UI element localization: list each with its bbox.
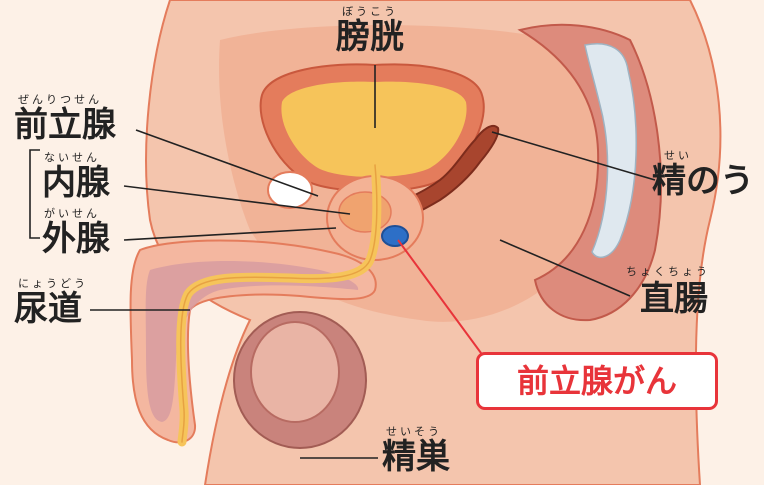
prostate-label: 前立腺 <box>14 108 116 142</box>
testis-label: 精巣 <box>382 440 450 474</box>
inner-gland-label: 内腺 <box>42 166 110 200</box>
bladder-label: 膀胱 <box>336 20 404 54</box>
seminal-vesicle-label: 精のう <box>652 164 754 198</box>
testis-ruby: せいそう <box>386 426 442 437</box>
cancer-callout: 前立腺がん <box>476 352 718 410</box>
bladder-ruby: ぼうこう <box>342 6 398 17</box>
outer-gland-label: 外腺 <box>42 222 110 256</box>
urethra-ruby: にょうどう <box>18 278 88 289</box>
cancer-lesion <box>382 226 408 246</box>
rectum-ruby: ちょくちょう <box>626 266 710 277</box>
rectum-label: 直腸 <box>640 282 708 316</box>
prostate-inner-gland <box>339 192 391 232</box>
pale-oval <box>268 172 312 208</box>
testis <box>251 322 339 422</box>
outer-gland-ruby: がいせん <box>44 208 100 219</box>
cancer-callout-text: 前立腺がん <box>517 365 677 397</box>
urethra-label: 尿道 <box>14 292 82 326</box>
prostate-ruby: ぜんりつせん <box>18 94 102 105</box>
seminal-vesicle-ruby: せい <box>664 150 692 161</box>
inner-gland-ruby: ないせん <box>44 152 100 163</box>
